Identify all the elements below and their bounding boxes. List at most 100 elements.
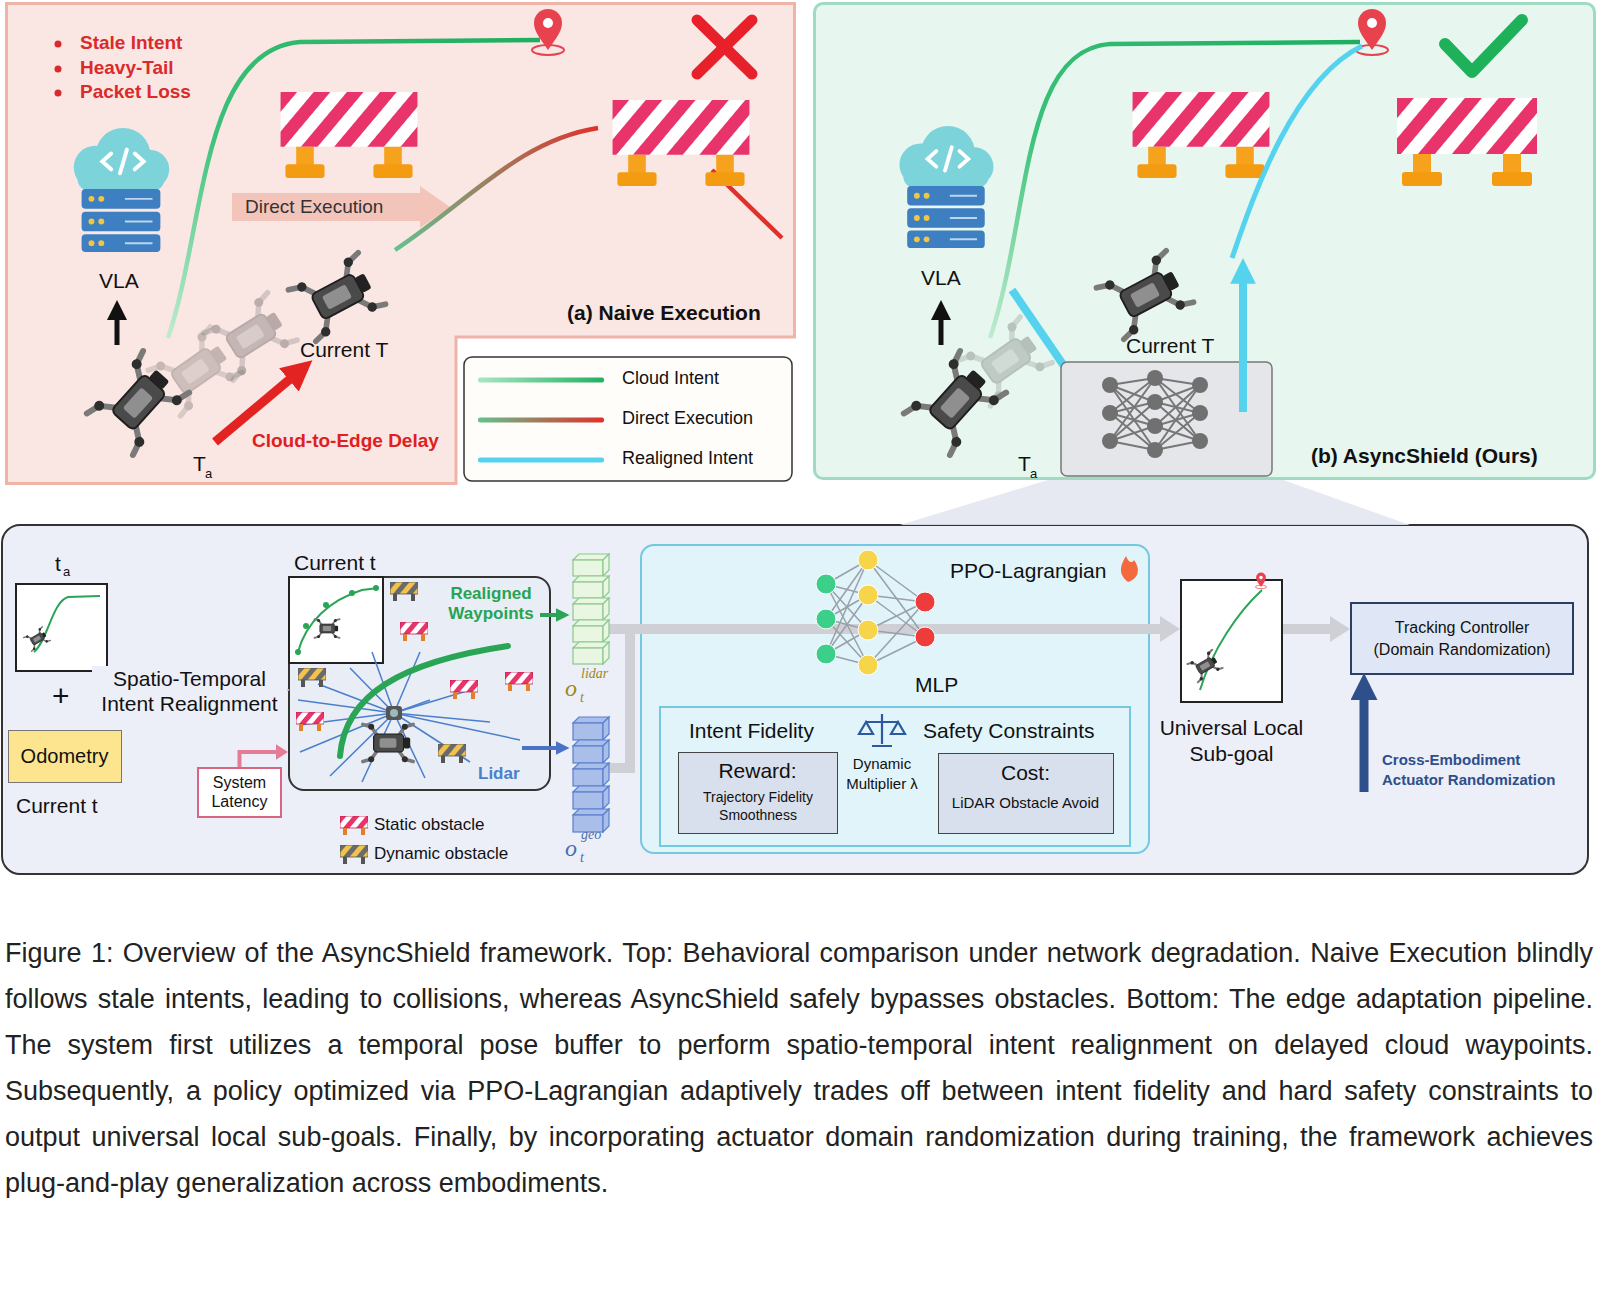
- drawing-part: [288, 252, 386, 342]
- drawing-part: [1147, 394, 1163, 410]
- drawing-part: [1192, 405, 1208, 421]
- drawing-part: [34, 596, 100, 652]
- drawing-part: [603, 740, 609, 763]
- legend-swatch: [478, 418, 604, 423]
- drawing-part: [540, 613, 560, 617]
- subgoal-box: Universal Local Sub-goal: [1180, 579, 1283, 703]
- drawing-part: [298, 700, 394, 713]
- drawing-part: [55, 41, 62, 97]
- label: a: [205, 466, 212, 482]
- drawing-part: [1360, 692, 1369, 792]
- drawing-part: [16, 584, 107, 671]
- drawing-part: [340, 845, 368, 864]
- label: Current T: [300, 337, 388, 362]
- drawing-part: [1187, 649, 1223, 682]
- drawing-part: [295, 649, 301, 655]
- label: Cloud-to-Edge Delay: [252, 430, 439, 453]
- drawing-part: [990, 42, 1360, 338]
- reward-box: Reward: Trajectory Fidelity Smoothness: [678, 752, 838, 834]
- panel-shape: [7, 4, 795, 484]
- drawing-part: [859, 722, 905, 734]
- drawing-part: [603, 620, 609, 642]
- legend-swatches: [478, 378, 604, 463]
- label: Packet Loss: [80, 81, 191, 104]
- drawing-part: [1192, 433, 1208, 449]
- drawing-part: [532, 9, 564, 55]
- drawing-part: [573, 626, 603, 642]
- drawing-part: [394, 690, 470, 713]
- drawing-part: [915, 627, 935, 647]
- label: Spatio-Temporal Intent Realignment: [92, 666, 287, 716]
- node-text: Current t: [294, 550, 454, 575]
- drawing-part: [386, 706, 402, 720]
- node-text: Cost:: [939, 760, 1112, 785]
- drawing-part: [697, 20, 752, 74]
- node-text: Realigned Waypoints: [438, 584, 544, 623]
- drawing-part: [915, 592, 935, 612]
- drawing-part: [1147, 442, 1163, 458]
- drawing-part: [859, 714, 905, 746]
- drawing-part: [1200, 590, 1262, 690]
- legend-frame: [464, 357, 792, 481]
- label: Current T: [1126, 333, 1214, 358]
- drawing-part: [55, 41, 62, 48]
- drawing-part: [1121, 556, 1138, 582]
- node-text: Trajectory Fidelity Smoothness: [683, 789, 833, 824]
- label: o: [565, 674, 577, 703]
- drawing-part: [816, 574, 836, 594]
- drawing-part: [438, 744, 466, 763]
- label: VLA: [99, 268, 139, 293]
- drawing-part: [603, 576, 609, 598]
- drawing-part: [394, 713, 490, 722]
- drawing-part: [1096, 250, 1194, 340]
- label: a: [63, 564, 70, 580]
- legend-text: Dynamic obstacle: [374, 844, 508, 864]
- zoom-wedge: [900, 476, 1410, 525]
- drawing-part: [1239, 276, 1247, 412]
- caption: Figure 1: Overview of the AsyncShield fr…: [5, 930, 1593, 1206]
- node-text: Safety Constraints: [923, 718, 1128, 743]
- label: Stale Intent: [80, 32, 182, 55]
- drawing-part: [55, 90, 62, 97]
- drawing-part: [1155, 402, 1200, 441]
- label: o: [565, 834, 577, 863]
- drawing-part: [697, 20, 752, 74]
- connector: [1283, 616, 1350, 642]
- drawing-part: [390, 582, 418, 601]
- drawing-part: [1102, 377, 1118, 393]
- drawing-part: [1102, 433, 1118, 449]
- drawing-part: [603, 763, 609, 786]
- drawing-part: [858, 550, 878, 570]
- arrowhead: [1330, 616, 1350, 642]
- node-text: LiDAR Obstacle Avoid: [939, 794, 1112, 812]
- drawing-part: [203, 292, 298, 381]
- cost-box: Cost: LiDAR Obstacle Avoid: [938, 753, 1114, 834]
- legend-text: Realigned Intent: [622, 448, 753, 470]
- drawing-part: [450, 680, 478, 699]
- drawing-part: [505, 672, 533, 691]
- node-text: Reward:: [679, 758, 836, 783]
- drawing-part: [295, 585, 379, 655]
- drawing-part: [603, 717, 609, 740]
- drawing-part: [1397, 98, 1537, 186]
- drawing-part: [55, 66, 62, 73]
- connector-line: [240, 752, 279, 767]
- drawing-part: [298, 668, 326, 687]
- label: VLA: [921, 265, 961, 290]
- drawing-part: [899, 126, 993, 248]
- drawing-part: [232, 186, 450, 228]
- label: T: [1018, 451, 1031, 476]
- legend-text: Direct Execution: [622, 408, 753, 430]
- drawing-part: [1133, 92, 1270, 178]
- label: Direct Execution: [245, 196, 383, 219]
- label: +: [52, 678, 70, 714]
- drawing-part: [115, 314, 120, 345]
- drawing-part: [363, 724, 413, 762]
- legend-text: Cloud Intent: [622, 368, 719, 390]
- drawing-part: [573, 604, 603, 620]
- drawing-part: [373, 585, 379, 591]
- drawing-part: [74, 128, 170, 252]
